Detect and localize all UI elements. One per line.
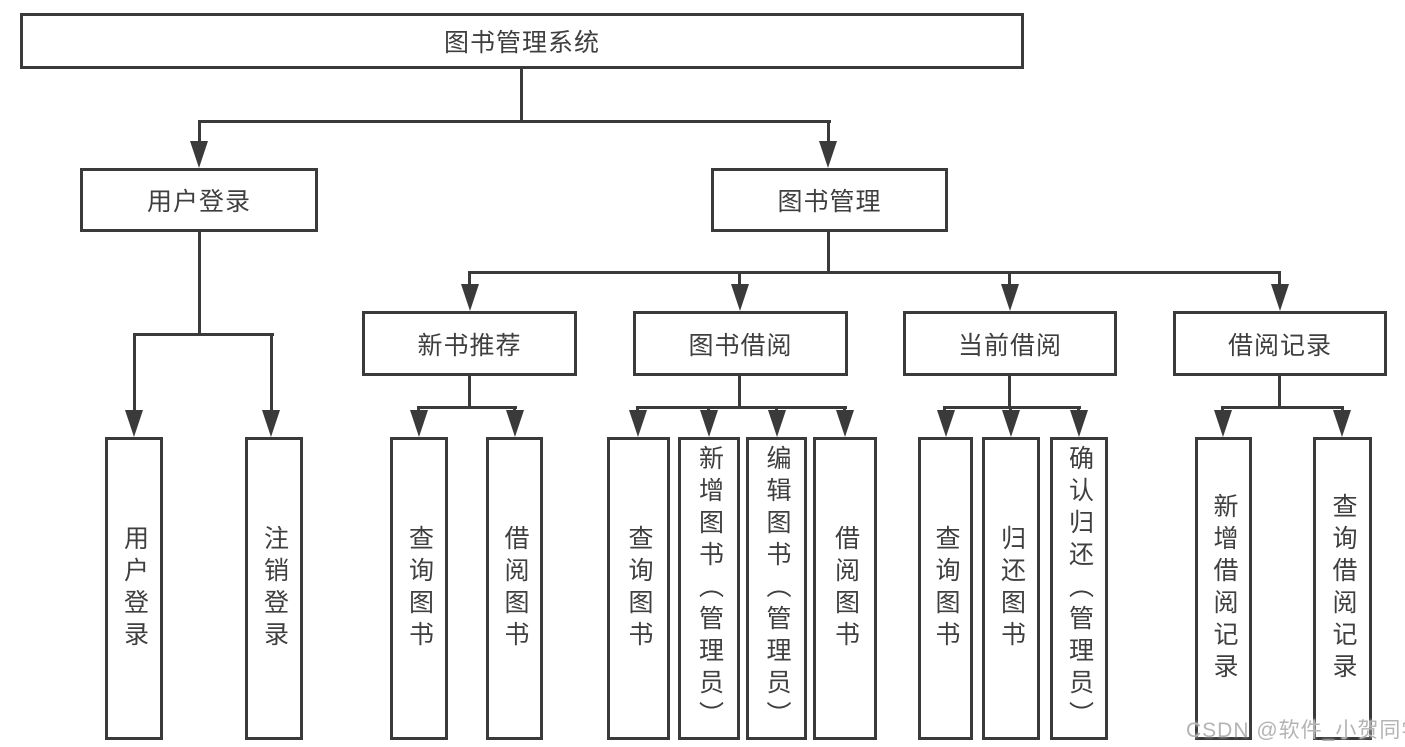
leaf-add-books-admin: 新增图书（管理员） — [678, 437, 740, 740]
arrow-down-icon — [1214, 410, 1232, 437]
connector-root-branch — [198, 120, 831, 123]
leaf-label: 新增借阅记录 — [1210, 492, 1238, 685]
arrow-down-icon — [836, 410, 854, 437]
leaf-query-borrow-record: 查询借阅记录 — [1313, 437, 1372, 740]
leaf-confirm-return-admin: 确认归还（管理员） — [1050, 437, 1108, 740]
leaf-label: 用户登录 — [120, 524, 149, 653]
leaf-label: 新增图书（管理员） — [695, 444, 724, 733]
leaf-logout: 注销登录 — [245, 437, 303, 740]
leaf-return-books: 归还图书 — [982, 437, 1040, 740]
arrow-down-icon — [937, 410, 955, 437]
connector-login-branch — [133, 333, 274, 336]
arrow-down-icon — [629, 410, 647, 437]
node-book-borrowing: 图书借阅 — [633, 311, 848, 376]
leaf-label: 查询图书 — [625, 524, 653, 653]
connector-mgmt-branch — [468, 271, 1281, 274]
leaf-label: 归还图书 — [997, 524, 1026, 653]
leaf-query-books-current: 查询图书 — [918, 437, 973, 740]
connector-section-stem — [738, 376, 741, 408]
connector-mgmt-stem — [827, 232, 830, 273]
connector-section-branch — [636, 406, 847, 409]
connector-drop-section — [1008, 271, 1011, 286]
leaf-query-books-borrowing: 查询图书 — [607, 437, 670, 740]
connector-drop-user-login — [198, 120, 201, 145]
connector-root-stem — [520, 69, 523, 122]
node-borrowing-records: 借阅记录 — [1173, 311, 1387, 376]
connector-drop-section — [1278, 271, 1281, 286]
arrow-down-icon — [461, 284, 479, 311]
leaf-query-books-recommend: 查询图书 — [390, 437, 448, 740]
arrow-down-icon — [731, 284, 749, 311]
leaf-label: 查询图书 — [405, 524, 434, 653]
node-book-management: 图书管理 — [711, 168, 948, 232]
leaf-label: 查询借阅记录 — [1329, 492, 1357, 685]
csdn-watermark: CSDN @软件_小贺同学 — [1186, 719, 1405, 742]
arrow-down-icon — [1070, 410, 1088, 437]
arrow-down-icon — [125, 410, 143, 437]
connector-drop-leaf — [133, 333, 136, 412]
leaf-user-login: 用户登录 — [105, 437, 163, 740]
connector-section-stem — [1278, 376, 1281, 408]
connector-section-branch — [417, 406, 517, 409]
connector-section-stem — [468, 376, 471, 408]
arrow-down-icon — [262, 410, 280, 437]
connector-section-stem — [1008, 376, 1011, 408]
leaf-label: 借阅图书 — [831, 524, 860, 653]
leaf-label: 确认归还（管理员） — [1065, 444, 1094, 733]
connector-login-stem — [198, 232, 201, 335]
leaf-borrow-books: 借阅图书 — [813, 437, 877, 740]
node-library-management-system: 图书管理系统 — [20, 13, 1024, 69]
leaf-add-borrow-record: 新增借阅记录 — [1195, 437, 1252, 740]
connector-drop-section — [738, 271, 741, 286]
connector-drop-leaf — [270, 333, 273, 412]
arrow-down-icon — [190, 141, 208, 168]
arrow-down-icon — [506, 410, 524, 437]
arrow-down-icon — [1002, 410, 1020, 437]
leaf-label: 借阅图书 — [501, 524, 529, 653]
leaf-borrow-books-recommend: 借阅图书 — [486, 437, 543, 740]
arrow-down-icon — [1333, 410, 1351, 437]
arrow-down-icon — [768, 410, 786, 437]
node-new-book-recommendation: 新书推荐 — [362, 311, 577, 376]
arrow-down-icon — [1271, 284, 1289, 311]
connector-section-branch — [1221, 406, 1344, 409]
leaf-label: 查询图书 — [932, 524, 960, 653]
leaf-edit-books-admin: 编辑图书（管理员） — [746, 437, 807, 740]
arrow-down-icon — [410, 410, 428, 437]
node-user-login: 用户登录 — [80, 168, 318, 232]
arrow-down-icon — [1001, 284, 1019, 311]
leaf-label: 注销登录 — [260, 524, 289, 653]
leaf-label: 编辑图书（管理员） — [763, 444, 791, 733]
connector-drop-book-mgmt — [827, 120, 830, 145]
connector-section-branch — [943, 406, 1081, 409]
node-current-borrowing: 当前借阅 — [903, 311, 1117, 376]
connector-drop-section — [468, 271, 471, 286]
arrow-down-icon — [819, 141, 837, 168]
arrow-down-icon — [700, 410, 718, 437]
